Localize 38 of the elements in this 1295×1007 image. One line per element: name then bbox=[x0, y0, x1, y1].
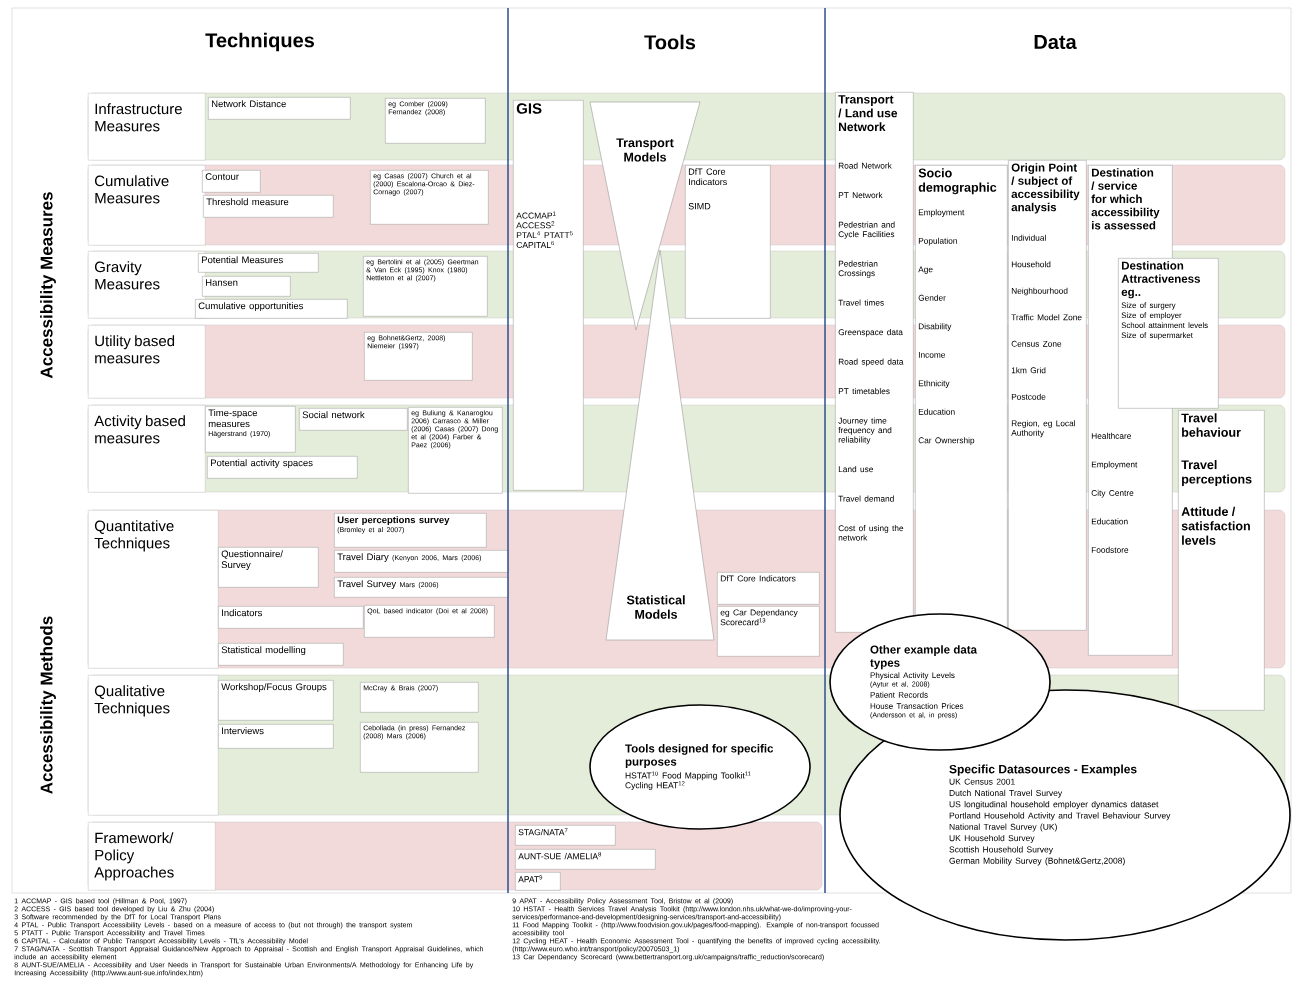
node-label: UK Census 2001 bbox=[949, 778, 1015, 785]
technique-box: Threshold measure bbox=[203, 195, 334, 218]
tool-box: APAT$^{9}$ bbox=[515, 872, 561, 891]
tool-box: GIS ACCMAP$^{1}$ ACCESS$^{2}$ PTAL$^{4}$ PTATT$^{5}$ CAPITAL$^{6}$ bbox=[513, 100, 584, 491]
tool-box: DfT Core Indicators SIMD bbox=[685, 165, 771, 319]
technique-box: Workshop/Focus Groups bbox=[218, 680, 334, 721]
technique-box: Statistical modelling bbox=[218, 643, 344, 666]
tool-box: eg Car Dependancy Scorecard$^{13}$ bbox=[717, 606, 820, 657]
column-header: Data bbox=[1034, 35, 1077, 49]
tool-box: DfT Core Indicators bbox=[717, 572, 820, 605]
node-label: National Travel Survey (UK) bbox=[949, 823, 1057, 832]
technique-box: Interviews bbox=[218, 724, 334, 749]
tool-box: STAG/NATA$^{7}$ bbox=[515, 825, 616, 846]
data-column-box: Travel behaviour Travel perceptions Attitude / satisfaction levels bbox=[1178, 410, 1265, 711]
technique-box: Contour bbox=[202, 170, 261, 193]
ellipse-callout: Tools designed for specific purposes HSTAT$^{10}$ Food Mapping Toolkit$^{11}$ Cycling HEAT$^{12}$ bbox=[589, 704, 811, 830]
technique-box: Network Distance bbox=[208, 97, 351, 120]
data-column-box: Transport / Land use Network Road Network PT Network Pedestrian and Cycle Facilities Pedestrian Crossings Travel times Greenspace data Road speed data PT timetables Journey time frequency and reliability Land use Travel demand Cost of using the network bbox=[835, 92, 914, 633]
tool-box: AUNT-SUE /AMELIA$^{8}$ bbox=[515, 849, 656, 870]
column-header: Tools bbox=[644, 34, 696, 50]
node-label: Specific Datasources - Examples bbox=[949, 764, 1137, 776]
node-label: Dutch National Travel Survey bbox=[949, 789, 1063, 798]
technique-box: Social network bbox=[299, 408, 408, 431]
node-label: German Mobility Survey (Bohnet&Gertz,2008) bbox=[949, 857, 1125, 866]
side-label: Accessibility Methods bbox=[40, 616, 56, 794]
data-column-box: Socio demographic Employment Population Age Gender Disability Income Ethnicity Education Car Ownership bbox=[915, 165, 1008, 636]
technique-box: Hansen bbox=[202, 276, 291, 297]
node-label: US longitudinal household employer dynamics dataset bbox=[949, 801, 1159, 809]
technique-box: Cumulative opportunities bbox=[195, 299, 348, 319]
side-label: Accessibility Measures bbox=[40, 192, 56, 379]
technique-box: Potential activity spaces bbox=[207, 456, 358, 479]
node-label: UK Household Survey bbox=[949, 834, 1035, 843]
column-header: Techniques bbox=[205, 32, 314, 52]
data-column-box: Origin Point / subject of accessibility analysis Individual Household Neighbourhood Traffic Model Zone Census Zone 1km Grid Postcode Region, eg Local Authority bbox=[1008, 160, 1087, 631]
node-label: Scottish Household Survey bbox=[949, 846, 1053, 855]
technique-box: Potential Measures bbox=[198, 253, 319, 273]
technique-box: Questionnaire/ Survey bbox=[218, 547, 319, 588]
technique-box: Indicators bbox=[218, 606, 364, 629]
